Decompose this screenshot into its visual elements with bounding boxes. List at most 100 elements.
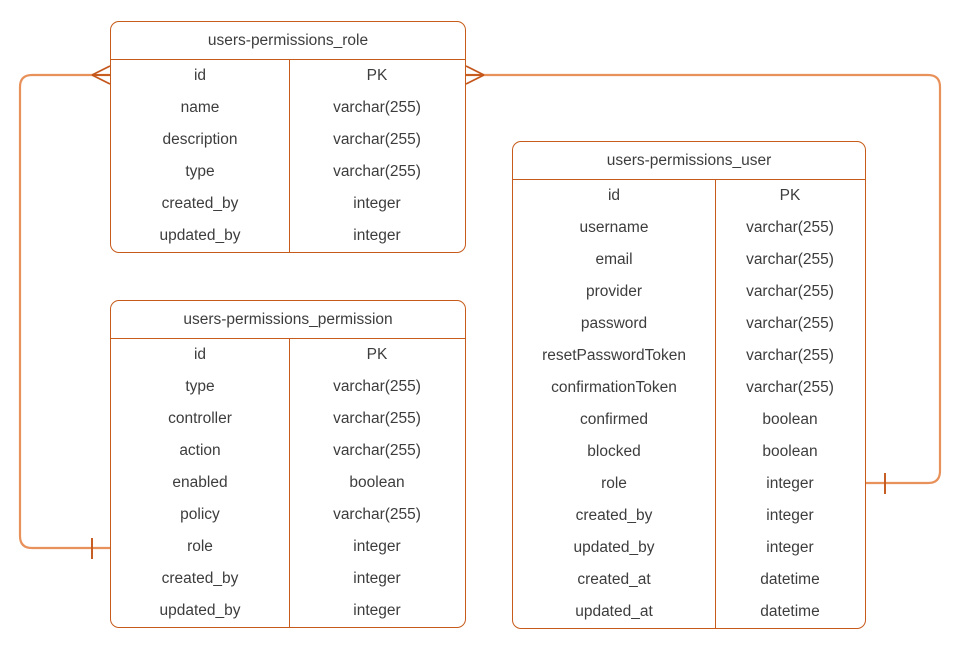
- field-name: confirmed: [579, 411, 649, 428]
- table-row[interactable]: email varchar(255): [513, 244, 865, 276]
- field-type: varchar(255): [333, 442, 421, 459]
- table-row[interactable]: username varchar(255): [513, 212, 865, 244]
- field-name: controller: [168, 410, 232, 427]
- relationship-role-to-permission: [18, 65, 111, 559]
- table-row[interactable]: blocked boolean: [513, 436, 865, 468]
- table-row[interactable]: created_at datetime: [513, 564, 865, 596]
- field-type: boolean: [762, 411, 818, 428]
- table-row[interactable]: created_by integer: [111, 563, 465, 595]
- table-row[interactable]: description varchar(255): [111, 124, 465, 156]
- table-row[interactable]: password varchar(255): [513, 308, 865, 340]
- table-row[interactable]: enabled boolean: [111, 467, 465, 499]
- field-type: PK: [779, 187, 801, 204]
- entity-title: users-permissions_user: [513, 142, 865, 180]
- field-name: id: [193, 346, 207, 363]
- entity-table-users-permissions-user[interactable]: users-permissions_user id PK username va…: [512, 141, 866, 629]
- field-type: boolean: [762, 443, 818, 460]
- field-name: type: [185, 163, 215, 180]
- field-name: updated_by: [159, 602, 241, 619]
- crows-foot-marker: [465, 65, 485, 85]
- field-name: created_by: [161, 195, 239, 212]
- column-divider: [715, 180, 716, 628]
- field-name: provider: [586, 283, 642, 300]
- table-row[interactable]: confirmed boolean: [513, 404, 865, 436]
- table-row[interactable]: id PK: [111, 339, 465, 371]
- field-name: created_at: [577, 571, 651, 588]
- field-type: varchar(255): [746, 347, 834, 364]
- field-name: resetPasswordToken: [542, 347, 686, 364]
- entity-field-list: id PK username varchar(255) email varcha…: [513, 180, 865, 628]
- field-name: id: [193, 67, 207, 84]
- entity-table-users-permissions-role[interactable]: users-permissions_role id PK name varcha…: [110, 21, 466, 253]
- crows-foot-marker: [91, 65, 111, 85]
- table-row[interactable]: id PK: [111, 60, 465, 92]
- table-row[interactable]: confirmationToken varchar(255): [513, 372, 865, 404]
- table-row[interactable]: action varchar(255): [111, 435, 465, 467]
- field-name: policy: [180, 506, 220, 523]
- field-type: integer: [353, 227, 401, 244]
- table-row[interactable]: updated_by integer: [111, 595, 465, 627]
- field-type: varchar(255): [333, 506, 421, 523]
- field-type: varchar(255): [333, 99, 421, 116]
- field-type: varchar(255): [333, 163, 421, 180]
- table-row[interactable]: provider varchar(255): [513, 276, 865, 308]
- field-name: type: [185, 378, 215, 395]
- field-type: varchar(255): [746, 315, 834, 332]
- field-name: updated_at: [575, 603, 653, 620]
- field-type: varchar(255): [333, 378, 421, 395]
- column-divider: [289, 339, 290, 627]
- table-row[interactable]: created_by integer: [513, 500, 865, 532]
- field-type: integer: [766, 475, 814, 492]
- field-type: datetime: [760, 603, 820, 620]
- field-name: action: [179, 442, 221, 459]
- table-row[interactable]: type varchar(255): [111, 371, 465, 403]
- field-type: integer: [353, 538, 401, 555]
- column-divider: [289, 60, 290, 252]
- field-name: role: [601, 475, 627, 492]
- field-type: varchar(255): [333, 131, 421, 148]
- table-row[interactable]: updated_at datetime: [513, 596, 865, 628]
- field-name: created_by: [575, 507, 653, 524]
- field-type: boolean: [349, 474, 405, 491]
- field-name: username: [579, 219, 649, 236]
- field-type: integer: [353, 602, 401, 619]
- table-row[interactable]: type varchar(255): [111, 156, 465, 188]
- table-row[interactable]: name varchar(255): [111, 92, 465, 124]
- field-type: integer: [353, 570, 401, 587]
- table-row[interactable]: role integer: [111, 531, 465, 563]
- field-type: datetime: [760, 571, 820, 588]
- field-name: password: [580, 315, 648, 332]
- field-name: id: [607, 187, 621, 204]
- table-row[interactable]: policy varchar(255): [111, 499, 465, 531]
- field-type: integer: [353, 195, 401, 212]
- entity-field-list: id PK name varchar(255) description varc…: [111, 60, 465, 252]
- field-name: name: [180, 99, 220, 116]
- field-type: varchar(255): [746, 379, 834, 396]
- field-name: description: [162, 131, 238, 148]
- field-name: updated_by: [573, 539, 655, 556]
- table-row[interactable]: updated_by integer: [513, 532, 865, 564]
- table-row[interactable]: role integer: [513, 468, 865, 500]
- relationship-role-to-user: [465, 65, 942, 494]
- table-row[interactable]: created_by integer: [111, 188, 465, 220]
- field-name: blocked: [587, 443, 641, 460]
- field-name: enabled: [172, 474, 228, 491]
- field-name: role: [187, 538, 213, 555]
- entity-table-users-permissions-permission[interactable]: users-permissions_permission id PK type …: [110, 300, 466, 628]
- field-type: integer: [766, 507, 814, 524]
- entity-title: users-permissions_role: [111, 22, 465, 60]
- table-row[interactable]: id PK: [513, 180, 865, 212]
- field-type: varchar(255): [746, 283, 834, 300]
- field-name: email: [595, 251, 633, 268]
- field-type: integer: [766, 539, 814, 556]
- table-row[interactable]: updated_by integer: [111, 220, 465, 252]
- field-type: PK: [366, 346, 388, 363]
- field-type: varchar(255): [746, 219, 834, 236]
- entity-title: users-permissions_permission: [111, 301, 465, 339]
- entity-field-list: id PK type varchar(255) controller varch…: [111, 339, 465, 627]
- table-row[interactable]: resetPasswordToken varchar(255): [513, 340, 865, 372]
- table-row[interactable]: controller varchar(255): [111, 403, 465, 435]
- field-name: updated_by: [159, 227, 241, 244]
